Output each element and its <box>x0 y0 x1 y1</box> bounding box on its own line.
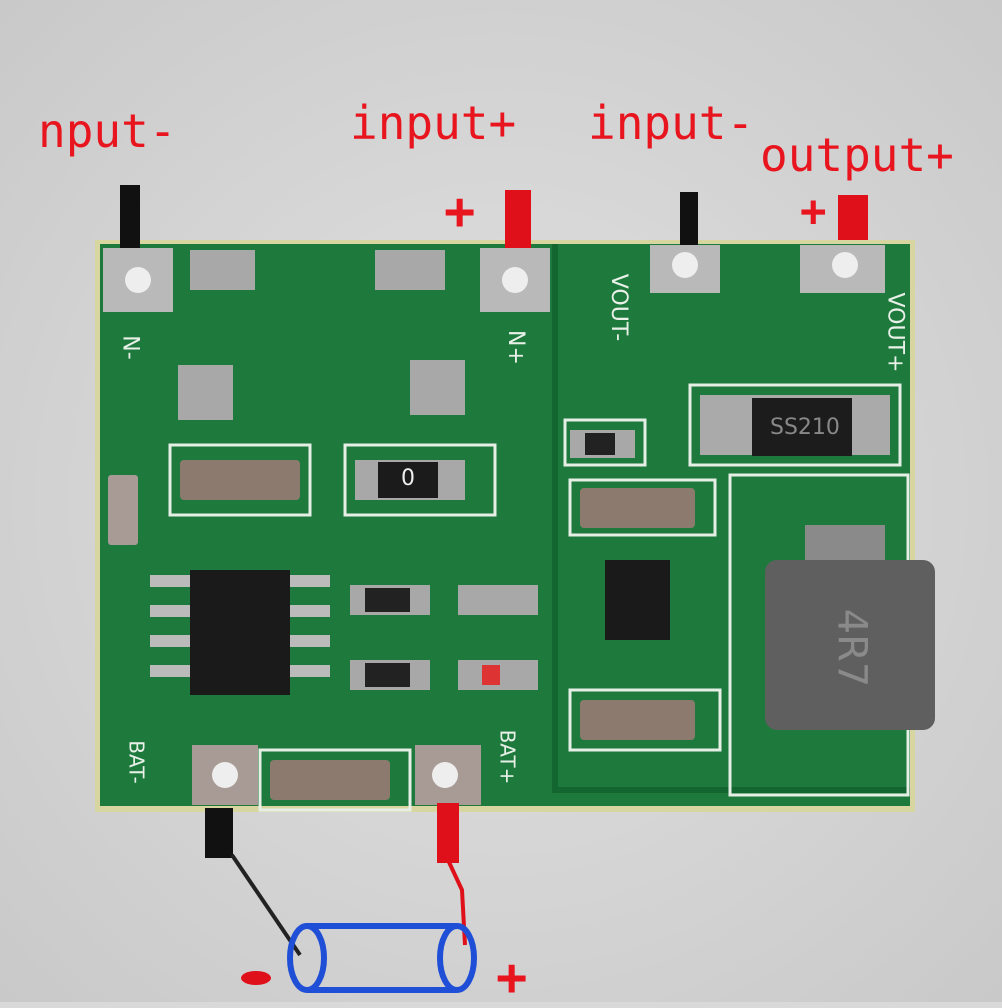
silk-n-plus: N+ <box>502 330 528 365</box>
plus-mark-output: + <box>800 186 827 237</box>
battery-wire-minus <box>230 853 302 957</box>
label-input-minus-left: nput- <box>38 104 177 158</box>
label-input-minus: input- <box>588 96 755 150</box>
battery-icon <box>287 923 477 993</box>
silk-n-minus: N- <box>117 335 143 360</box>
zero-ohm-resistor <box>378 462 438 498</box>
wire-input-plus <box>505 190 531 248</box>
pad-in-minus <box>103 248 173 312</box>
inductor-marking: 4R7 <box>828 608 875 688</box>
diode-ss210 <box>700 395 890 456</box>
silk-bat-minus: BAT- <box>124 740 149 784</box>
pad-bat-minus <box>192 745 258 805</box>
resistor-marking: 0 <box>401 466 415 491</box>
battery-plus-mark: + <box>496 948 528 1008</box>
plus-mark-input: + <box>444 182 476 242</box>
silk-bat-plus: BAT+ <box>495 729 520 785</box>
pad-vout-plus <box>800 245 885 293</box>
label-input-plus: input+ <box>350 96 517 150</box>
pad-in-plus <box>480 248 550 312</box>
diode-marking: SS210 <box>770 415 840 440</box>
inductor <box>765 525 935 730</box>
wire-input-minus <box>120 185 140 248</box>
silk-vout-minus: VOUT- <box>606 273 632 342</box>
pad-vout-minus <box>650 245 720 293</box>
silk-vout-plus: VOUT+ <box>882 292 908 373</box>
battery-minus-mark: - <box>0 0 1 1</box>
pcb-board <box>95 240 935 812</box>
wire-output-plus <box>838 195 868 240</box>
pad-bat-plus <box>415 745 481 805</box>
label-output-plus: output+ <box>760 128 954 182</box>
wire-output-minus <box>680 192 698 245</box>
ic-chip <box>150 570 330 695</box>
